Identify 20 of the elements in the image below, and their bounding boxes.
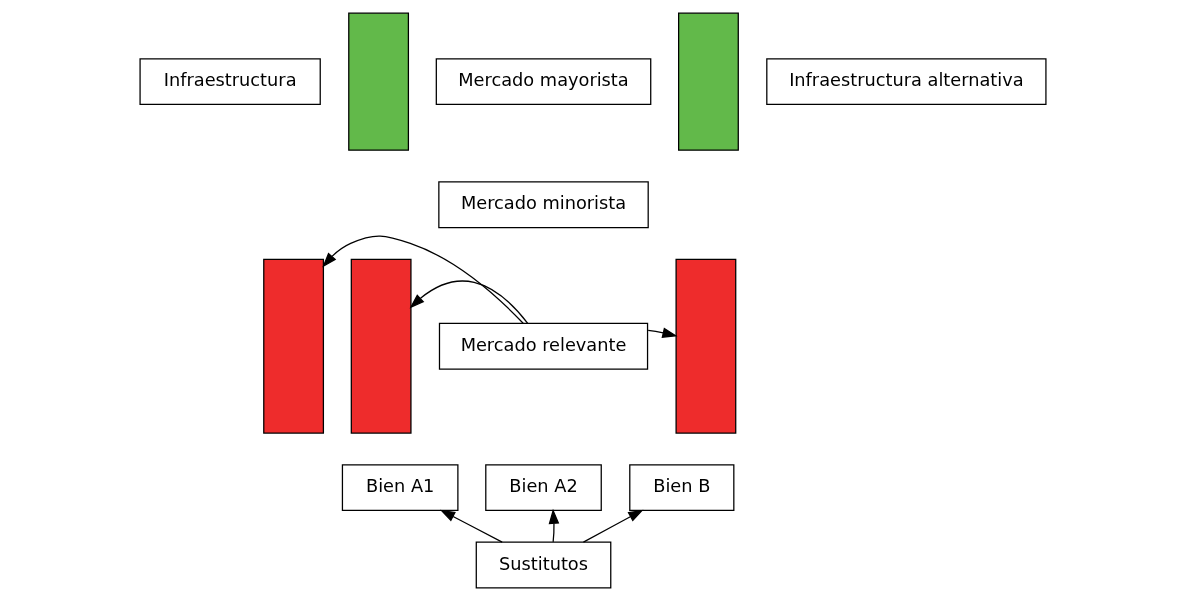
node-box: Infraestructura <box>139 58 321 106</box>
arrow <box>582 509 644 543</box>
node-box: Bien B <box>629 464 735 512</box>
node-box: Mercado mayorista <box>435 58 652 106</box>
node-box: Infraestructura alternativa <box>766 58 1047 106</box>
node-box: Mercado relevante <box>438 322 649 370</box>
node-bar <box>263 258 325 434</box>
arrow <box>409 280 529 324</box>
arrow <box>548 508 560 543</box>
arrow <box>322 235 524 324</box>
node-box: Bien A2 <box>485 464 602 512</box>
node-box: Sustitutos <box>475 541 612 589</box>
arrow <box>647 327 678 338</box>
node-bar <box>678 12 739 151</box>
node-bar <box>350 258 412 434</box>
node-bar <box>675 258 737 434</box>
node-bar <box>348 12 410 151</box>
arrow <box>439 509 503 543</box>
node-box: Mercado minorista <box>438 181 649 229</box>
node-box: Bien A1 <box>341 464 459 512</box>
